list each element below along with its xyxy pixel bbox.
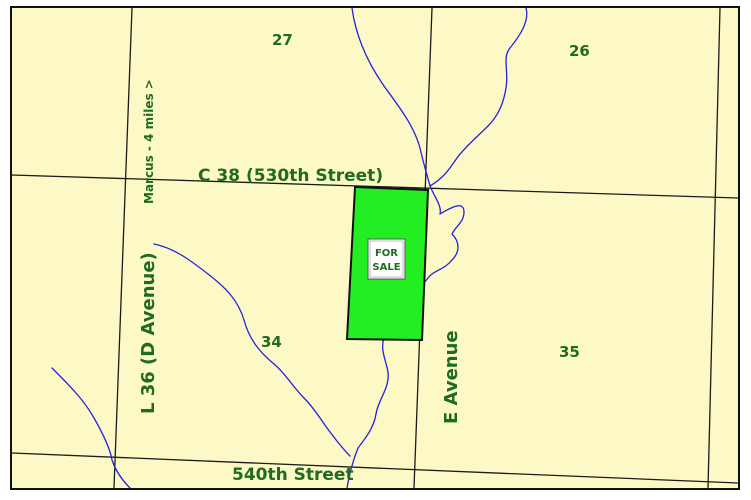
section-27-label: 27 — [272, 31, 293, 49]
marcus-direction-label: Marcus - 4 miles > — [142, 79, 156, 204]
road-540th-line — [12, 452, 738, 484]
map-canvas: FOR SALE 27 26 34 35 C 38 (530th Street)… — [12, 8, 738, 488]
road-c38-label: C 38 (530th Street) — [198, 166, 383, 186]
for-sale-line1: FOR — [375, 248, 398, 259]
for-sale-sign-inner — [369, 240, 404, 278]
road-e-avenue-label: E Avenue — [441, 330, 462, 424]
road-540th-label: 540th Street — [232, 465, 354, 485]
road-l36-label: L 36 (D Avenue) — [138, 252, 159, 414]
section-35-label: 35 — [559, 343, 580, 361]
for-sale-line2: SALE — [372, 262, 400, 273]
section-26-label: 26 — [569, 42, 590, 60]
road-c38-line — [12, 174, 738, 199]
section-34-label: 34 — [261, 333, 282, 351]
stream-north — [351, 8, 528, 187]
map-frame: FOR SALE 27 26 34 35 C 38 (530th Street)… — [10, 6, 740, 490]
stream-southwest — [51, 367, 131, 488]
stream-west — [153, 243, 351, 457]
for-sale-sign — [367, 238, 406, 280]
road-east-line — [707, 8, 721, 488]
road-l36-line — [113, 8, 133, 488]
